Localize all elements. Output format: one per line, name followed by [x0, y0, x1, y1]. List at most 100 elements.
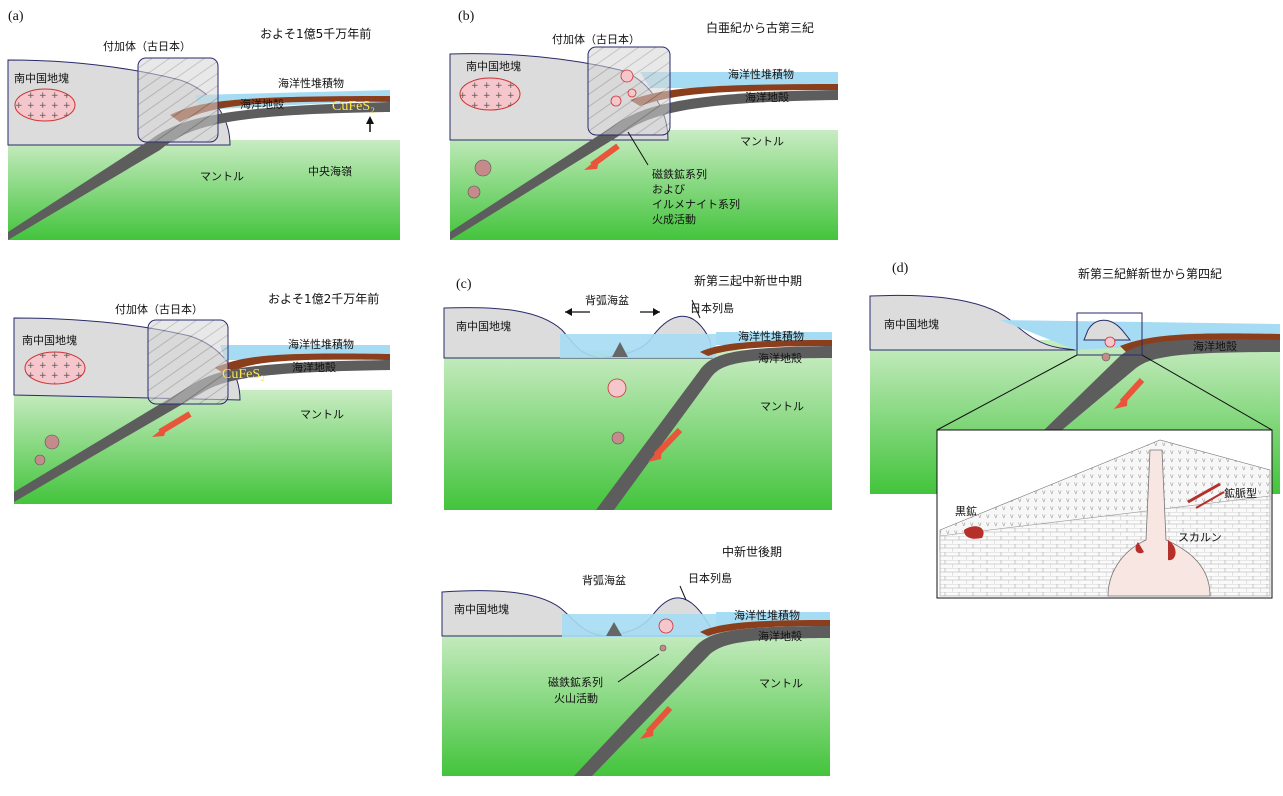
accretion-box — [147, 319, 229, 405]
skarn-body — [1135, 542, 1144, 554]
vein-label: 鉱脈型 — [1224, 486, 1257, 500]
mantle-label: マントル — [759, 677, 803, 690]
panel-a-150ma: (a) およそ1億5千万年前 付加体（古日本） 南中国地塊 海洋性堆積物 海洋地… — [7, 9, 400, 240]
arrow-head-icon — [152, 424, 168, 437]
sediment-label: 海洋性堆積物 — [728, 67, 794, 81]
panel-tag: (b) — [458, 9, 475, 24]
spreading-ridge — [606, 622, 622, 636]
batholith — [14, 88, 76, 122]
oceanic-crust — [596, 346, 832, 510]
volcanism-line-2: 火山活動 — [554, 691, 598, 705]
arrow-head-icon — [640, 723, 654, 739]
accretion-label: 付加体（古日本） — [552, 32, 640, 46]
crust-label: 海洋地殻 — [240, 97, 284, 111]
sediment-layer — [700, 340, 832, 356]
island-arc — [1083, 319, 1132, 341]
leader-line — [679, 585, 687, 601]
oceanic-crust — [574, 626, 830, 776]
arrow-head-icon — [584, 157, 600, 170]
magmatism-line-4: 火成活動 — [652, 212, 696, 226]
ore-vein — [1195, 491, 1225, 509]
arrow-head-icon — [366, 116, 374, 124]
sediment-layer — [630, 84, 838, 106]
crust-label: 海洋地殻 — [292, 360, 336, 374]
crust-label: 海洋地殻 — [745, 90, 789, 104]
mantle-layer — [444, 350, 832, 510]
mantle-layer — [442, 630, 830, 776]
spreading-ridge — [612, 342, 628, 357]
panel-c-middle-miocene: (c) 新第三起中新世中期 背弧海盆 日本列島 南中国地塊 海洋性堆積物 海洋地… — [443, 273, 832, 510]
panel-tag: (a) — [8, 9, 24, 24]
back-arc-sea — [562, 614, 716, 637]
ore-label: CuFeS₂ — [332, 99, 375, 114]
leader-line — [617, 653, 660, 683]
panel-c-late-miocene: 中新世後期 背弧海盆 日本列島 南中国地塊 海洋性堆積物 海洋地殻 マントル 磁… — [441, 544, 830, 776]
back-arc-sea — [560, 334, 716, 358]
leader-line — [691, 299, 701, 319]
panel-title: 中新世後期 — [722, 544, 782, 559]
block-label: 南中国地塊 — [456, 320, 511, 333]
ore-label: CuFeS₂ — [222, 367, 265, 382]
accretion-label: 付加体（古日本） — [103, 39, 191, 53]
block-label: 南中国地塊 — [22, 334, 77, 347]
mantle-layer — [450, 130, 838, 240]
sediment-label: 海洋性堆積物 — [734, 608, 800, 622]
mantle-layer — [14, 390, 392, 504]
sediment-layer — [1120, 333, 1280, 354]
magma-icon — [44, 434, 60, 450]
block-label: 南中国地塊 — [14, 72, 69, 85]
skarn-label: スカルン — [1178, 531, 1222, 544]
basin-label: 背弧海盆 — [582, 573, 626, 587]
basin-label: 背弧海盆 — [585, 293, 629, 307]
sediment-label: 海洋性堆積物 — [738, 329, 804, 343]
magma-icon — [659, 644, 667, 652]
sea — [640, 72, 838, 88]
arrow-head-icon — [565, 308, 572, 316]
magmatism-line-3: イルメナイト系列 — [652, 197, 740, 211]
continent — [869, 294, 1077, 351]
magma-icon — [611, 431, 625, 445]
kuroko-body — [964, 526, 984, 539]
batholith — [459, 77, 521, 111]
panel-title: およそ1億5千万年前 — [260, 26, 371, 41]
arrow-head-icon — [1114, 393, 1128, 409]
panel-tag: (d) — [892, 261, 909, 276]
mantle-layer — [8, 140, 400, 240]
sediment-layer — [170, 96, 390, 122]
panel-title: 白亜紀から古第三紀 — [706, 20, 814, 35]
panel-a-120ma: およそ1億2千万年前 付加体（古日本） 南中国地塊 海洋性堆積物 海洋地殻 Cu… — [13, 291, 392, 504]
magmatism-line-2: および — [652, 183, 685, 196]
accretion-label: 付加体（古日本） — [115, 302, 203, 316]
arc-label: 日本列島 — [690, 301, 734, 315]
panel-title: 新第三紀鮮新世から第四紀 — [1078, 266, 1222, 281]
oceanic-crust — [1044, 339, 1280, 430]
panel-title: およそ1億2千万年前 — [268, 291, 379, 306]
intrusion — [1107, 449, 1211, 597]
kuroko-label: 黒鉱 — [955, 504, 977, 518]
ore-vein — [1187, 482, 1221, 504]
accretion-box — [137, 57, 219, 143]
arc-label: 日本列島 — [688, 571, 732, 585]
inset-cross-section — [939, 439, 1271, 597]
pluton-icon — [658, 618, 674, 634]
zoom-line — [936, 354, 1078, 431]
mantle-label: マントル — [200, 170, 244, 183]
arrow-head-icon — [648, 446, 662, 462]
panel-tag: (c) — [456, 277, 472, 292]
magma-icon — [474, 159, 492, 177]
crust-label: 海洋地殻 — [758, 351, 802, 365]
ridge-label: 中央海嶺 — [308, 164, 352, 178]
pluton-icon — [627, 88, 637, 98]
pluton-icon — [607, 378, 627, 398]
panel-d: (d) 新第三紀鮮新世から第四紀 南中国地塊 海洋地殻 黒鉱 鉱脈型 スカルン — [869, 261, 1280, 599]
crust-label: 海洋地殻 — [1193, 339, 1237, 353]
sediment-label: 海洋性堆積物 — [288, 337, 354, 351]
pluton-icon — [620, 69, 634, 83]
sediment-layer — [700, 620, 830, 636]
panel-b: (b) 白亜紀から古第三紀 付加体（古日本） 南中国地塊 海洋性堆積物 海洋地殻… — [449, 9, 838, 240]
magma-icon — [1101, 352, 1111, 362]
mantle-label: マントル — [300, 408, 344, 421]
sediment-label: 海洋性堆積物 — [278, 76, 344, 90]
pluton-icon — [610, 95, 622, 107]
